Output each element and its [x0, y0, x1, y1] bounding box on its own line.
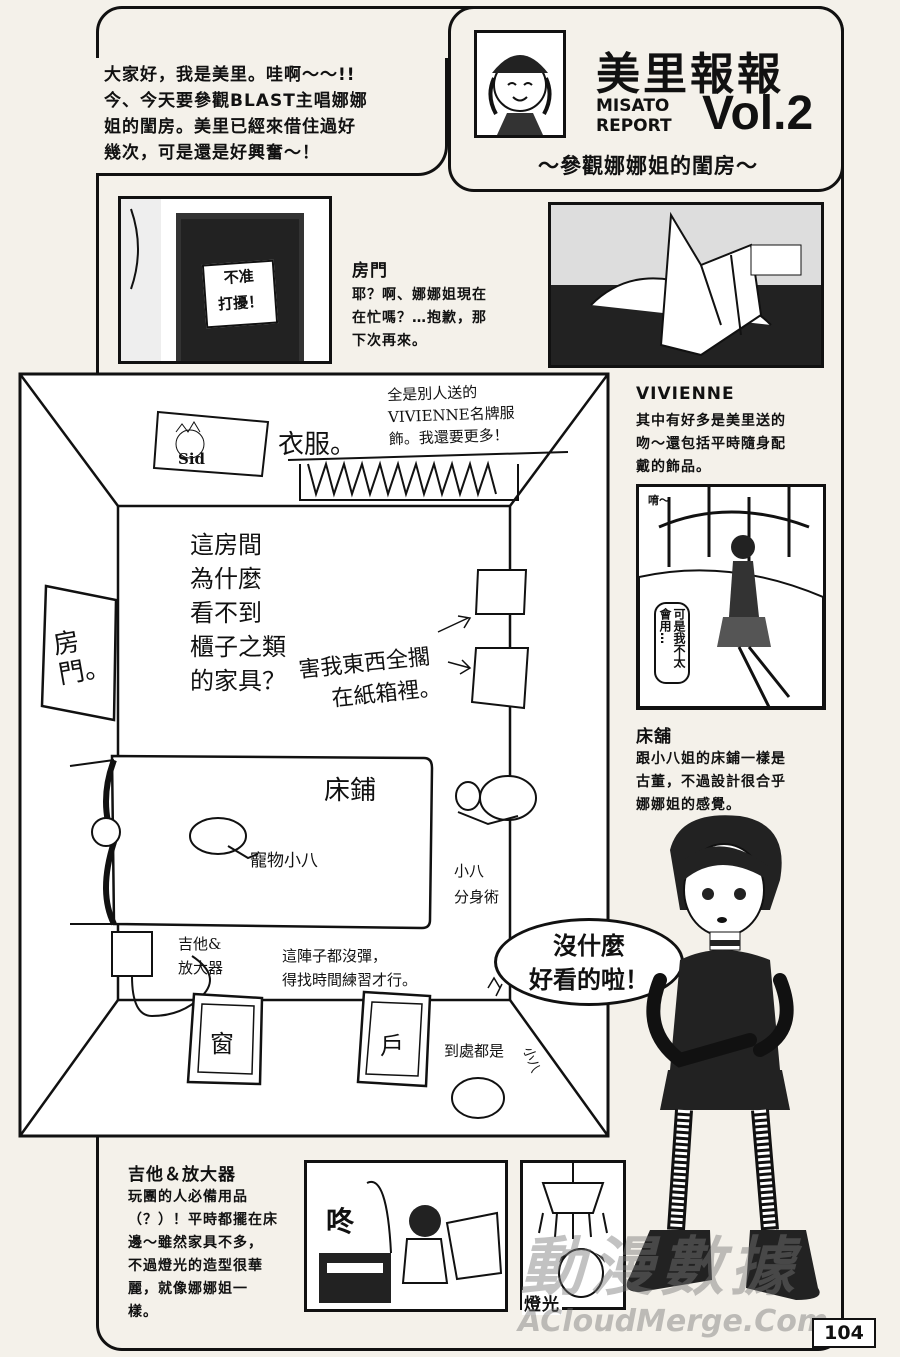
map-question: 這房間 為什麼 看不到 櫃子之類 的家具？ — [190, 528, 286, 698]
map-everywhere-label: 到處都是 — [444, 1042, 505, 1060]
map-clone-line: 分身術 — [454, 888, 500, 906]
bed-speech-line: 不太會用… — [658, 608, 686, 668]
bed-speech-bubble: 可是我不太會用… — [654, 602, 690, 684]
nana-speech-line: 好看的啦！ — [529, 966, 649, 994]
watermark-logo: 動漫數據 — [520, 1231, 800, 1305]
map-practice-line: 得找時間練習才行。 — [282, 971, 418, 989]
intro-line: 大家好，我是美里。哇啊～～!! — [104, 65, 356, 85]
vivienne-text-line: 其中有好多是美里送的 — [636, 413, 786, 429]
door-text: 耶？啊、娜娜姐現在 在忙嗎？…抱歉，那 下次再來。 — [352, 284, 542, 353]
guitar-text-line: 不過燈光的造型很華 — [128, 1258, 263, 1274]
map-guitar-label: 吉他& 放大器 — [178, 932, 223, 980]
map-question-line: 櫃子之類 — [190, 633, 286, 661]
door-sign: 不准 打擾！ — [201, 259, 279, 329]
map-door-mat-label: 戶 — [380, 1032, 404, 1060]
bed-heading: 床舖 — [636, 727, 672, 747]
guitar-text: 玩團的人必備用品 （？）！平時都擺在床 邊～雖然家具不多， 不過燈光的造型很華 … — [128, 1186, 298, 1324]
lamp-heading: 燈光 — [522, 1290, 562, 1315]
guitar-heading: 吉他＆放大器 — [128, 1165, 236, 1185]
map-poster-label: Sid — [178, 450, 206, 468]
door-sign-line: 打擾！ — [217, 292, 264, 314]
door-text-line: 耶？啊、娜娜姐現在 — [352, 287, 487, 303]
guitar-text-line: 麗，就像娜娜姐一 — [128, 1281, 248, 1297]
door-text-line: 下次再來。 — [352, 333, 427, 349]
vivienne-text-line: 吻～還包括平時隨身配 — [636, 436, 786, 452]
map-note-line: 飾。我還要更多！ — [388, 426, 510, 449]
map-window-label: 窗 — [210, 1030, 234, 1058]
bed-panel-sfx: 唷～ — [648, 494, 670, 507]
nana-figure — [600, 810, 840, 1310]
report-title: 美里報報 — [596, 49, 784, 100]
guitar-text-line: （？）！平時都擺在床 — [128, 1212, 278, 1228]
guitar-sfx: 咚 — [326, 1200, 355, 1240]
map-question-line: 這房間 — [190, 531, 262, 559]
intro-line: 今、今天要參觀BLAST主唱娜娜 — [104, 91, 368, 111]
map-guitar-line: 放大器 — [178, 959, 224, 977]
bed-text-line: 跟小八姐的床鋪一樣是 — [636, 751, 786, 767]
map-clone-line: 小八 — [454, 862, 485, 880]
bed-text-line: 古董，不過設計很合乎 — [636, 774, 786, 790]
intro-text: 大家好，我是美里。哇啊～～!! 今、今天要參觀BLAST主唱娜娜 姐的閨房。美里… — [104, 62, 444, 166]
report-en-line: MISATO — [596, 96, 670, 116]
report-subtitle: ～參觀娜娜姐的閨房～ — [538, 154, 758, 178]
map-clone-label: 小八 分身術 — [454, 858, 499, 910]
map-pet-label: 寵物小八 — [250, 851, 318, 871]
vivienne-heading: VIVIENNE — [636, 384, 735, 404]
page-number: 104 — [812, 1318, 876, 1348]
map-vivienne-note: 全是別人送的 VIVIENNE名牌服 飾。我還要更多！ — [387, 380, 516, 450]
room-map — [18, 372, 610, 1138]
door-text-line: 在忙嗎？…抱歉，那 — [352, 310, 487, 326]
nana-speech-line: 沒什麼 — [553, 932, 625, 960]
bed-text: 跟小八姐的床鋪一樣是 古董，不過設計很合乎 娜娜姐的感覺。 — [636, 748, 836, 817]
map-question-line: 看不到 — [190, 599, 262, 627]
bed-text-line: 娜娜姐的感覺。 — [636, 797, 741, 813]
report-en-label: MISATO REPORT — [596, 96, 672, 136]
door-heading: 房門 — [352, 261, 388, 281]
map-practice-note: 這陣子都沒彈， 得找時間練習才行。 — [282, 944, 417, 992]
map-question-line: 的家具？ — [190, 667, 286, 695]
map-question-line: 為什麼 — [190, 565, 262, 593]
map-clothes-label: 衣服。 — [278, 430, 357, 460]
report-volume: Vol.2 — [702, 87, 814, 140]
intro-line: 姐的閨房。美里已經來借住過好 — [104, 117, 356, 137]
misato-portrait — [474, 30, 566, 138]
map-bed-label: 床鋪 — [324, 776, 377, 806]
map-guitar-line: 吉他& — [178, 935, 222, 953]
map-practice-line: 這陣子都沒彈， — [282, 947, 388, 965]
lamp-panel — [520, 1160, 626, 1310]
guitar-text-line: 樣。 — [128, 1304, 158, 1320]
guitar-text-line: 邊～雖然家具不多， — [128, 1235, 263, 1251]
clothes-panel — [548, 202, 824, 368]
intro-line: 幾次，可是還是好興奮～！ — [104, 143, 320, 163]
door-panel — [118, 196, 332, 364]
guitar-text-line: 玩團的人必備用品 — [128, 1189, 248, 1205]
vivienne-text-line: 戴的飾品。 — [636, 459, 711, 475]
intro-box — [96, 58, 448, 176]
report-en-line: REPORT — [596, 116, 672, 136]
bed-speech-line: 可是我 — [672, 608, 686, 644]
vivienne-text: 其中有好多是美里送的 吻～還包括平時隨身配 戴的飾品。 — [636, 410, 836, 479]
watermark-url: ACloudMerge.Com — [518, 1304, 829, 1339]
